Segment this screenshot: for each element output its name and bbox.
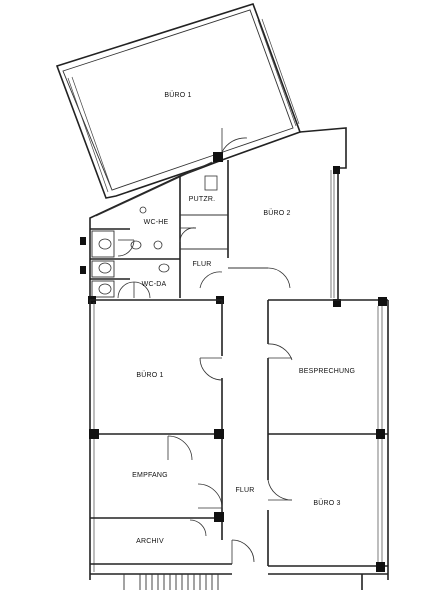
sink-icon (204, 175, 218, 191)
buero2-walls (221, 127, 347, 307)
column (214, 512, 224, 522)
column (378, 297, 387, 306)
rotated-office-walls (55, 3, 302, 199)
toilet-icon (130, 240, 142, 250)
sanitary-block (80, 152, 291, 304)
room-label-flur-small: FLUR (192, 261, 211, 268)
toilet-icon (158, 263, 170, 273)
west-rooms (89, 299, 255, 580)
east-rooms (267, 297, 389, 580)
stairs (90, 573, 388, 590)
room-label-buero1-top: BÜRO 1 (164, 91, 191, 99)
room-label-wc-da: WC-DA (142, 281, 167, 288)
column (376, 429, 385, 439)
room-label-buero1-mid: BÜRO 1 (136, 371, 163, 379)
column (80, 266, 86, 274)
room-label-buero2: BÜRO 2 (263, 209, 290, 217)
room-label-putzr: PUTZR. (189, 196, 215, 203)
column (213, 152, 223, 162)
room-label-buero3: BÜRO 3 (313, 499, 340, 507)
room-label-empfang: EMPFANG (132, 472, 168, 479)
column (333, 166, 340, 174)
column (89, 429, 99, 439)
toilet-icon (98, 238, 112, 250)
column (376, 562, 385, 572)
column (214, 429, 224, 439)
column (80, 237, 86, 245)
urinal-icon (153, 240, 163, 250)
urinal-icon (139, 206, 147, 214)
room-label-flur-main: FLUR (235, 487, 254, 494)
room-label-wc-he: WC-HE (144, 219, 169, 226)
toilet-icon (98, 262, 112, 274)
room-label-archiv: ARCHIV (136, 538, 164, 545)
toilet-icon (98, 283, 112, 295)
column (333, 299, 341, 307)
room-label-besprechung: BESPRECHUNG (299, 368, 355, 375)
